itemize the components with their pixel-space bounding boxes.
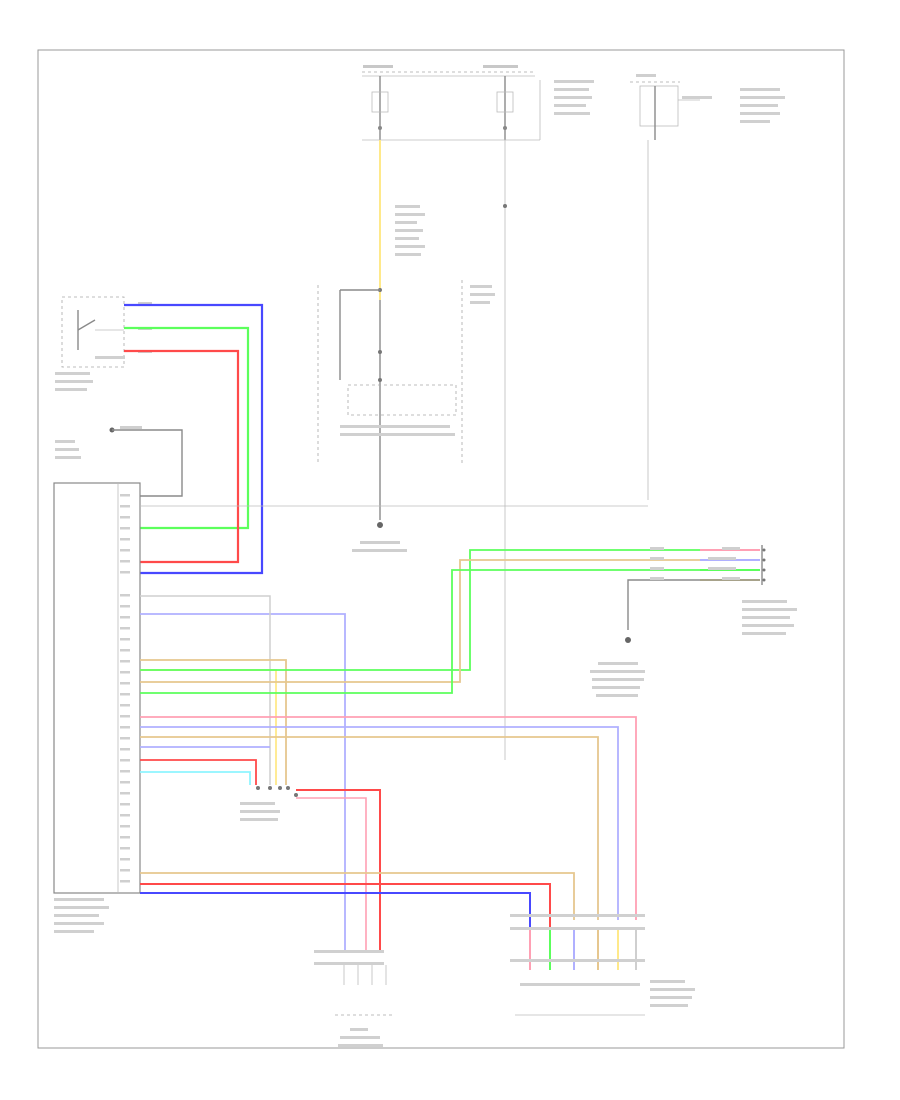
bottom-center-connector [314, 950, 395, 1047]
wire-orange-right [140, 659, 287, 785]
wire-gray-center [140, 595, 271, 785]
wire-red-switch [124, 349, 240, 564]
wire-violet-long [140, 726, 619, 920]
wire-blue-bottom [140, 892, 531, 970]
control-unit-pins [120, 494, 130, 883]
wire-pink-junction [296, 797, 367, 950]
wire-tan-bottom [140, 872, 575, 920]
wire-green-switch [124, 326, 250, 530]
wire-green-right-1 [140, 549, 760, 671]
switch-assembly [55, 296, 152, 391]
right-sensor [650, 545, 797, 635]
wire-orange-right-2 [140, 559, 760, 683]
junction-connector [240, 786, 298, 821]
wire-red-short [140, 759, 257, 785]
wire-pink-long [140, 716, 637, 920]
wire-cyan-short [140, 771, 251, 785]
control-unit [53, 482, 141, 933]
sensor-connector [55, 426, 183, 497]
bottom-right-connector [510, 914, 695, 1016]
center-ground-circuit [317, 140, 495, 552]
wire-blue-switch [124, 303, 264, 575]
diagram-frame [37, 49, 845, 1049]
wire-violet-center [140, 613, 346, 950]
fuse-block-top [362, 65, 594, 141]
wire-tan-long [140, 736, 599, 920]
relay-box-top-right [630, 74, 785, 500]
wire-green-right-2 [140, 569, 760, 694]
wire-red-junction [296, 789, 381, 950]
